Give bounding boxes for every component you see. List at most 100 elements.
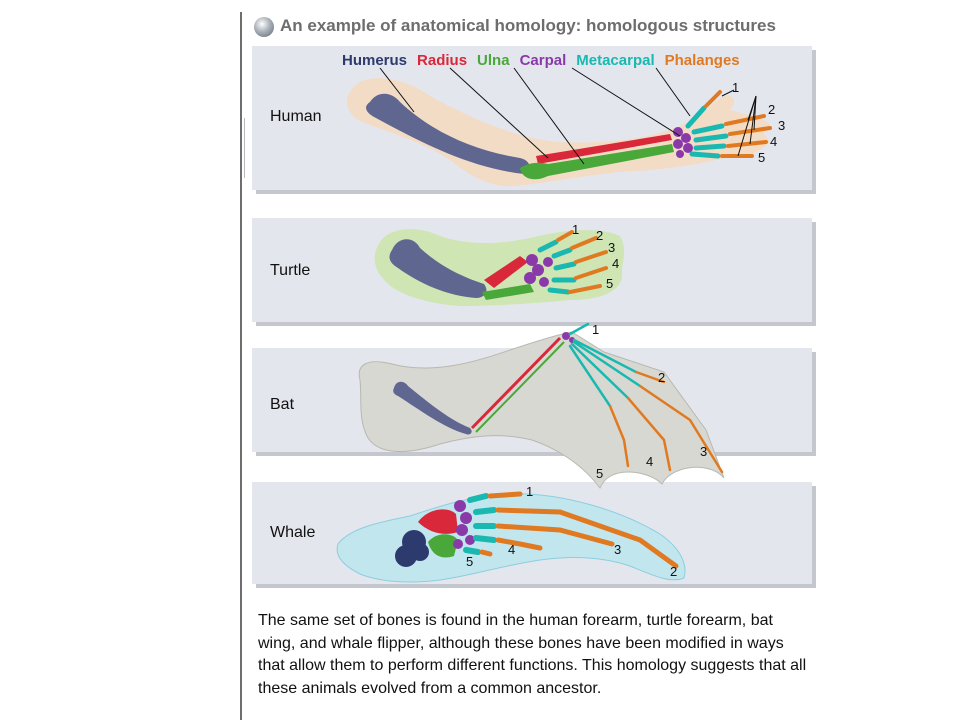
figure-caption: The same set of bones is found in the hu… [258,612,807,697]
whale-phalanx [487,491,523,499]
whale-phalanges [479,491,679,569]
turtle-metacarpal [537,239,559,253]
left-divider-line [240,12,242,720]
human-arm-skin [346,78,770,187]
whale-carpal [465,535,475,545]
human-metacarpal [693,143,727,151]
bat-ulna [475,341,565,433]
pointer-phalanx-5 [737,95,757,157]
whale-metacarpal [467,493,489,503]
digit-label: 2 [658,370,666,385]
turtle-carpal [526,254,538,266]
whale-metacarpal [473,507,497,515]
digit-label: 5 [606,276,614,291]
slide-title: An example of anatomical homology: homol… [280,16,776,35]
whale-carpal [454,500,466,512]
pointer-humerus [379,67,415,113]
bat-phalanx [626,396,672,472]
turtle-carpals [524,254,553,287]
turtle-metacarpal [551,247,573,259]
digit-label: 4 [770,134,778,149]
whale-phalanx [495,523,615,547]
digit-label: 1 [592,322,600,337]
digit-label: 1 [526,484,534,499]
whale-humerus [395,530,429,567]
legend-radius: Radius [417,52,468,69]
digit-label: 1 [572,222,580,237]
digit-label: 2 [768,102,776,117]
globe-icon [254,17,274,37]
turtle-phalanges [556,230,608,294]
human-metacarpal [691,123,725,135]
turtle-phalanx [556,230,574,242]
human-carpal [676,150,684,158]
whale-metacarpal [463,547,481,555]
digit-label: 5 [596,466,604,481]
pointer-phalanx-4 [749,95,757,145]
bat-phalanges [608,370,724,474]
turtle-carpal [539,277,549,287]
panel-label-turtle: Turtle [270,262,311,279]
pointer-radius [449,67,549,159]
bat-metacarpal [572,340,642,388]
human-phalanx [726,140,768,148]
pointer-metacarpal [655,67,691,117]
digit-label: 2 [670,564,678,579]
whale-carpal [460,512,472,524]
turtle-carpal [524,272,536,284]
turtle-radius [484,256,528,288]
legend-metacarpal: Metacarpal [576,52,655,69]
human-arm [346,67,772,187]
bat-metacarpal [568,322,590,336]
digit-label: 2 [596,228,604,243]
human-ulna [520,144,674,180]
whale-radius [418,509,458,534]
bat-wing [358,322,725,490]
turtle-phalanx [568,284,602,294]
turtle-carpal [532,264,544,276]
legend-humerus: Humerus [342,52,408,69]
pointer-carpal [571,67,681,137]
whale-humerus-head [411,543,429,561]
whale-carpal [453,539,463,549]
turtle-humerus [389,239,487,298]
bat-metacarpal [570,342,630,400]
whale-carpals [453,500,475,549]
human-carpal [683,143,693,153]
pointer-ulna [513,67,585,165]
human-carpals [673,127,693,158]
turtle-metacarpals [537,239,577,295]
digit-label: 5 [758,150,766,165]
panel-label-human: Human [270,108,322,125]
human-phalanges [704,90,772,158]
human-metacarpal [685,105,707,129]
bat-metacarpals [568,322,642,408]
slide-title-bar: An example of anatomical homology: homol… [250,12,832,42]
left-divider-accent [244,118,245,178]
bat-phalanx [634,370,666,384]
digit-label: 5 [466,554,474,569]
pointer-phalanx-1 [721,89,735,97]
digit-label: 4 [612,256,620,271]
digit-label: 4 [646,454,654,469]
human-metacarpals [685,105,729,159]
bat-carpal [562,332,570,340]
turtle-ulna [482,284,534,300]
bat-radius [470,336,562,430]
human-phalanx [724,114,766,126]
turtle-carpal [543,257,553,267]
whale-phalanx [495,507,679,569]
human-radius [536,134,672,164]
whale-metacarpal [473,535,497,543]
whale-carpal [456,524,468,536]
human-humerus [366,93,530,174]
digit-label: 4 [508,542,516,557]
legend-ulna: Ulna [477,52,510,69]
human-carpal [673,127,683,137]
human-carpal [673,139,683,149]
panel-label-whale: Whale [270,524,316,541]
bat-humerus [393,381,472,435]
human-metacarpal [693,133,729,143]
